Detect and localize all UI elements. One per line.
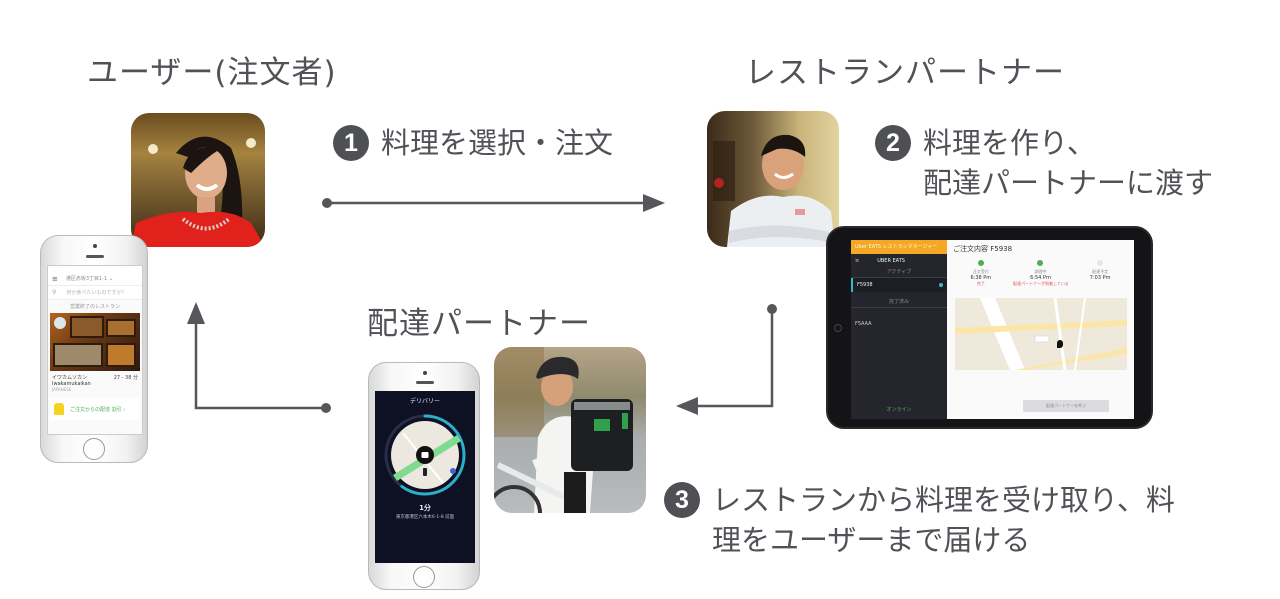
restaurant-card-info[interactable]: イワカムソカン 27 - 38 分	[48, 371, 142, 381]
stage-delivery: 配達予定 7:03 Pm	[1073, 260, 1128, 287]
step-2: 2 料理を作り、 配達パートナーに渡す	[875, 123, 1213, 203]
user-app-header: ≡ 港区赤坂3丁目1-1 ⌄	[48, 272, 142, 286]
order-item-active[interactable]: F5938	[851, 278, 947, 292]
restaurant-tablet: Uber EATS レストランマネージャー ≡ UBER EATS アクティブ …	[826, 226, 1153, 429]
user-app-screen: ≡ 港区赤坂3丁目1-1 ⌄ ⚲ 何か食べたいものですか？ 営業終了のレストラン…	[47, 265, 143, 435]
phone-camera	[423, 371, 427, 375]
order-id: F5AAA	[855, 321, 872, 327]
phone-speaker	[86, 255, 104, 258]
step-text: 料理を選択・注文	[381, 126, 614, 160]
delivery-progress-ring	[384, 414, 466, 496]
map-view[interactable]	[955, 298, 1127, 370]
map-illustration	[955, 298, 1127, 370]
restaurant-sidebar: Uber EATS レストランマネージャー ≡ UBER EATS アクティブ …	[851, 240, 947, 419]
promo-banner[interactable]: ご注文からの配達 割引 ›	[50, 398, 140, 420]
check-icon	[1037, 260, 1044, 266]
phone-speaker	[416, 381, 434, 384]
user-portrait-illustration	[131, 136, 265, 247]
home-button[interactable]	[83, 438, 105, 460]
restaurant-eta: 27 - 38 分	[113, 375, 138, 381]
menu-icon[interactable]: ≡	[52, 274, 58, 283]
status-bar	[48, 266, 142, 272]
arrow-user-to-restaurant	[322, 194, 665, 212]
courier-phone: デリバリー 1分 東京都港区六本木6-1-8 前面	[368, 362, 480, 590]
step-text: 料理を作り、 配達パートナーに渡す	[923, 126, 1214, 200]
restaurant-name: イワカムソカン	[52, 375, 88, 381]
online-status: オンライン	[886, 407, 912, 413]
stage-cooking: 調理中 6:54 Pm 配達パートナーが到着しています	[1013, 260, 1068, 287]
order-id: F5938	[857, 282, 873, 288]
role-title-restaurant: レストランパートナー	[745, 55, 1065, 91]
primary-action-button[interactable]: 配達パートナーを呼ぶ	[1023, 400, 1109, 412]
user-phone: ≡ 港区赤坂3丁目1-1 ⌄ ⚲ 何か食べたいものですか？ 営業終了のレストラン…	[40, 235, 148, 463]
user-photo	[131, 113, 265, 247]
home-button[interactable]	[413, 566, 435, 588]
courier-app-screen: デリバリー 1分 東京都港区六本木6-1-8 前面	[375, 391, 475, 563]
section-done: 完了済み	[851, 298, 947, 308]
step-3: 3 レストランから料理を受け取り、料 理をユーザーまで届ける	[664, 480, 1175, 560]
brand-logo: UBER EATS	[877, 258, 905, 264]
menu-icon[interactable]: ≡	[855, 258, 860, 264]
chef-photo	[707, 111, 839, 247]
restaurant-category: JAPANESE	[52, 387, 72, 392]
order-stages: 注文受付 6:38 Pm 完了 調理中 6:54 Pm 配達パートナーが到着して…	[947, 258, 1134, 289]
stage-received: 注文受付 6:38 Pm 完了	[953, 260, 1008, 287]
bag-icon	[54, 403, 64, 415]
promo-text: ご注文からの配達 割引 ›	[70, 406, 126, 413]
courier-eta: 1分	[419, 504, 431, 512]
search-icon: ⚲	[52, 289, 57, 296]
sidebar-header: ≡ UBER EATS	[851, 254, 947, 268]
search-bar[interactable]: ⚲ 何か食べたいものですか？	[48, 286, 142, 300]
check-icon	[977, 260, 984, 266]
tablet-home-button[interactable]	[834, 324, 842, 332]
step-number-badge: 2	[875, 125, 911, 161]
restaurant-name-en: Iwakamukaikan	[52, 381, 91, 387]
phone-camera	[93, 244, 97, 248]
status-dot-icon	[939, 283, 943, 287]
step-number-badge: 3	[664, 482, 700, 518]
chef-portrait-illustration	[713, 134, 835, 247]
location-selector[interactable]: 港区赤坂3丁目1-1 ⌄	[65, 276, 114, 282]
step-text: レストランから料理を受け取り、料 理をユーザーまで届ける	[712, 483, 1175, 557]
pending-icon	[1097, 260, 1104, 266]
arrow-courier-to-user	[187, 302, 331, 413]
sidebar-banner: Uber EATS レストランマネージャー	[851, 240, 947, 254]
role-title-delivery: 配達パートナー	[367, 306, 591, 342]
car-icon	[423, 468, 427, 476]
courier-screen-title: デリバリー	[409, 398, 440, 405]
role-title-user: ユーザー(注文者)	[87, 55, 337, 91]
order-item-done[interactable]: F5AAA	[851, 308, 947, 327]
arrow-restaurant-to-courier	[676, 304, 777, 415]
section-active: アクティブ	[851, 268, 947, 278]
map-pin-icon	[1057, 340, 1063, 348]
restaurant-app-screen: Uber EATS レストランマネージャー ≡ UBER EATS アクティブ …	[851, 240, 1134, 419]
order-detail-panel: ご注文内容 F5938 注文受付 6:38 Pm 完了 調理中 6:54 Pm …	[947, 240, 1134, 419]
step-1: 1 料理を選択・注文	[333, 123, 613, 163]
order-title: ご注文内容 F5938	[953, 245, 1013, 253]
restaurant-card-image[interactable]	[50, 313, 140, 371]
step-number-badge: 1	[333, 125, 369, 161]
section-label: 営業終了のレストラン	[69, 304, 120, 310]
progress-arc	[384, 414, 466, 496]
search-input[interactable]: 何か食べたいものですか？	[66, 290, 127, 296]
courier-photo	[494, 347, 646, 513]
courier-portrait-illustration	[494, 347, 633, 513]
delivery-address: 東京都港区六本木6-1-8 前面	[395, 515, 455, 520]
